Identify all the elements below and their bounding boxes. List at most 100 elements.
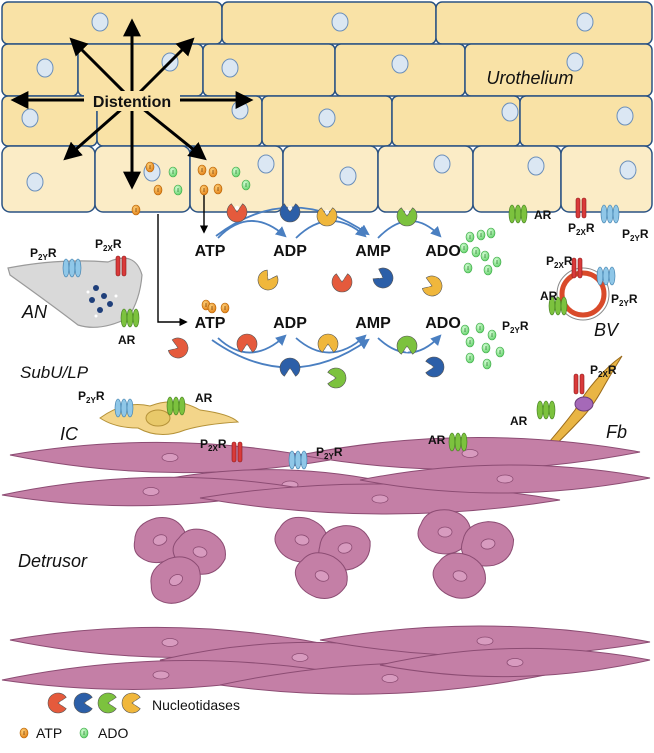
nucleotidase-0	[226, 203, 248, 223]
distention-label: Distention	[93, 94, 171, 111]
ic-label: IC	[60, 424, 79, 444]
muscle-cell-0	[133, 516, 186, 564]
receptors: AR P2XR P2YR P2YR P2XR AR P2YR AR P2XR P2YR AR P2XR…	[30, 197, 649, 470]
atp-molecule-4	[208, 166, 218, 178]
muscle-fiber-11	[379, 647, 651, 678]
ar-receptor-detrusor	[448, 432, 468, 452]
p2y-label-an: P2YR	[30, 246, 57, 262]
ar-label-ic: AR	[195, 391, 213, 405]
ado-molecule-18	[495, 346, 505, 358]
nucleotidase-11	[317, 333, 339, 353]
legend-enzyme-blue	[73, 692, 93, 714]
p2x-label-bv: P2XR	[546, 254, 573, 270]
p2x-receptor-uro	[575, 197, 587, 219]
ar-label-uro: AR	[534, 208, 552, 222]
afferent-nerve	[7, 257, 143, 328]
ado-molecule-17	[481, 342, 491, 354]
legend-ado-icon	[79, 727, 89, 739]
atp-molecule-0	[145, 161, 155, 173]
ado-molecule-16	[465, 336, 475, 348]
pathway-atp-1: ATP	[195, 243, 226, 260]
p2x-label-detrusor: P2XR	[200, 437, 227, 453]
fb-label: Fb	[606, 422, 627, 442]
p2y-label-ic: P2YR	[78, 389, 105, 405]
p2y-receptor-uro	[600, 204, 620, 224]
p2y-receptor-bv	[596, 266, 616, 286]
nucleotidase-3	[396, 207, 418, 227]
atp-molecule-3	[197, 164, 207, 176]
muscle-fiber-2	[299, 436, 641, 471]
detrusor-label: Detrusor	[18, 551, 88, 571]
pathway-row2: ATP ADP AMP ADO	[195, 315, 461, 332]
nucleotidase-5	[331, 273, 353, 293]
pathway-amp-2: AMP	[355, 315, 391, 332]
nucleotidase-8	[167, 337, 189, 359]
molecules	[131, 161, 505, 370]
pathway-ado-1: ADO	[425, 243, 461, 260]
ado-molecule-9	[480, 250, 490, 262]
ado-molecule-14	[475, 322, 485, 334]
ado-molecule-0	[168, 166, 178, 178]
p2x-receptor-fb	[573, 373, 585, 395]
legend-enzyme-yellow	[121, 692, 141, 714]
ado-molecule-6	[486, 227, 496, 239]
p2y-label-bv: P2YR	[611, 292, 638, 308]
ar-receptor-fb	[536, 400, 556, 420]
legend: Nucleotidases ATP ADO	[19, 692, 240, 741]
atp-molecule-5	[199, 184, 209, 196]
muscle-fiber-0	[9, 441, 331, 474]
legend-nucleotidases-label: Nucleotidases	[152, 697, 240, 713]
p2y-receptor-ic	[114, 398, 134, 418]
pathway-amp-1: AMP	[355, 243, 391, 260]
nucleotidase-12	[396, 335, 418, 355]
legend-ado-label: ADO	[98, 725, 128, 741]
nucleotidases	[167, 203, 445, 389]
p2x-receptor-an	[115, 255, 127, 277]
nucleotidase-9	[236, 333, 258, 353]
nucleotidase-7	[421, 275, 443, 297]
muscle-cell-7	[460, 521, 515, 567]
bv-label: BV	[594, 320, 620, 340]
interstitial-cell	[99, 401, 240, 435]
p2x-label-fb: P2XR	[590, 363, 617, 379]
nucleotidase-10	[279, 357, 301, 377]
blood-vessel	[556, 267, 610, 321]
atp-molecule-6	[213, 183, 223, 195]
nucleotidase-2	[316, 207, 338, 227]
muscle-cell-8	[432, 552, 486, 599]
detrusor-muscle	[1, 436, 651, 695]
ado-molecule-4	[465, 231, 475, 243]
p2x-receptor-detrusor	[231, 441, 243, 463]
muscle-fiber-8	[319, 625, 651, 657]
ar-label-an: AR	[118, 333, 136, 347]
legend-enzyme-green	[97, 692, 117, 714]
ado-molecule-2	[231, 166, 241, 178]
ar-receptor-bv	[548, 296, 568, 316]
distention-label-bg	[84, 91, 180, 111]
ado-molecule-20	[465, 352, 475, 364]
atp-molecule-2	[131, 204, 141, 216]
nucleotidase-4	[257, 269, 279, 291]
legend-molecule-icons	[19, 727, 89, 739]
pathway-adp-2: ADP	[273, 315, 307, 332]
muscle-cell-2	[150, 556, 201, 604]
muscle-fiber-5	[359, 464, 651, 494]
legend-atp-icon	[19, 727, 29, 739]
atp-molecule-8	[207, 302, 217, 314]
legend-enzyme-red	[47, 692, 67, 714]
fibroblast	[541, 355, 623, 453]
ado-molecule-10	[492, 256, 502, 268]
ar-label-bv: AR	[540, 289, 558, 303]
p2x-label-uro: P2XR	[568, 221, 595, 237]
pathway-atp-2: ATP	[195, 315, 226, 332]
ado-molecule-8	[471, 246, 481, 258]
pathway-row1: ATP ADP AMP ADO	[195, 243, 461, 260]
atp-molecule-1	[153, 184, 163, 196]
p2y-label-uro: P2YR	[622, 227, 649, 243]
ar-label-fb: AR	[510, 414, 528, 428]
nucleotidase-14	[425, 356, 445, 378]
p2x-label-an: P2XR	[95, 237, 122, 253]
nucleotidase-6	[372, 267, 394, 289]
ado-molecule-5	[476, 229, 486, 241]
